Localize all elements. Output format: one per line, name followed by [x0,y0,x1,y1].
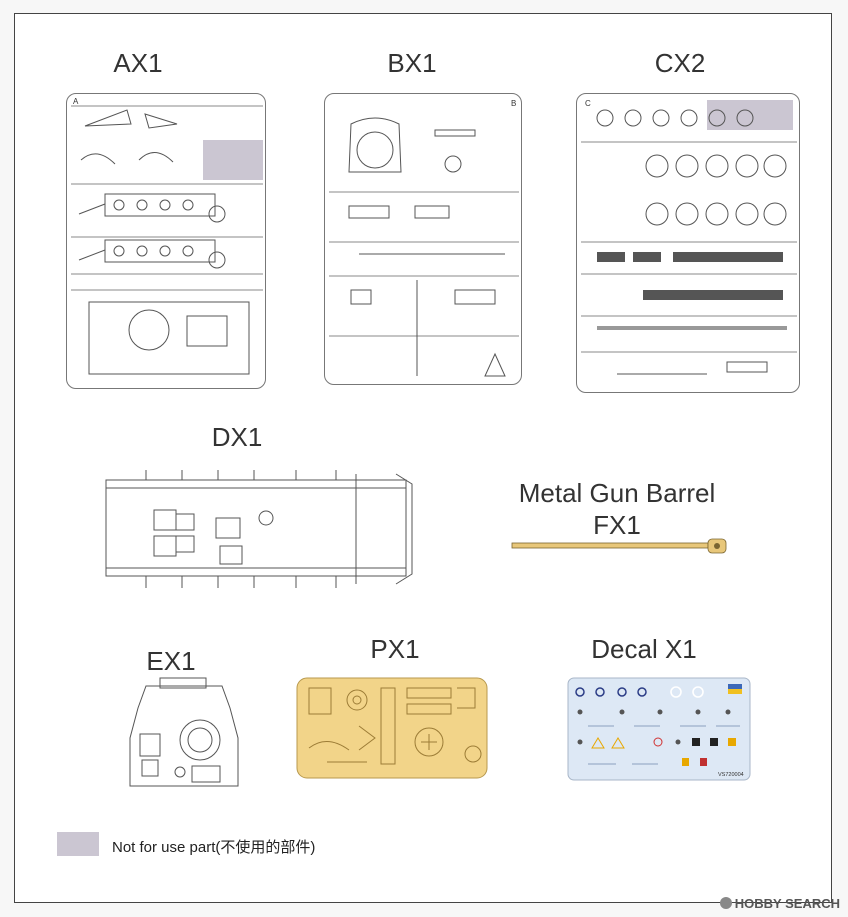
sprue-c-drawing: C [581,99,797,375]
sprue-a: A [66,93,266,389]
watermark-text: HOBBY SEARCH [734,896,840,911]
legend-text: Not for use part(不使用的部件) [112,839,316,856]
sprue-c-label: CX2 [654,48,706,78]
legend-swatch [57,832,99,856]
hull-part-d [105,470,413,588]
decal-sheet-code: VS720004 [718,772,744,778]
sprue-a-drawing: A [71,97,263,375]
barrel-label-line2: FX1 [593,510,641,540]
sprue-b: B [324,93,522,385]
sprue-d-label: DX1 [211,422,263,452]
sprue-b-letter: B [511,99,516,108]
turret-part-e [129,677,239,787]
sprue-a-letter: A [73,97,79,106]
barrel-label-line1: Metal Gun Barrel [518,478,716,508]
sprue-c: C [576,93,800,393]
sprue-c-letter: C [585,99,591,108]
photo-etch-p [296,677,488,779]
sprue-p-label: PX1 [370,634,420,664]
sprue-a-unused-part [203,140,263,180]
hobby-search-logo-icon [719,897,732,909]
sprue-b-label: BX1 [387,48,437,78]
decal-label: Decal X1 [591,634,697,664]
watermark: HOBBY SEARCH [719,896,840,911]
sprue-b-drawing: B [329,99,519,377]
sprue-a-label: AX1 [113,48,163,78]
gun-barrel [511,538,727,554]
sprue-e-label: EX1 [146,646,196,676]
decal-sheet: VS720004 [567,677,751,781]
